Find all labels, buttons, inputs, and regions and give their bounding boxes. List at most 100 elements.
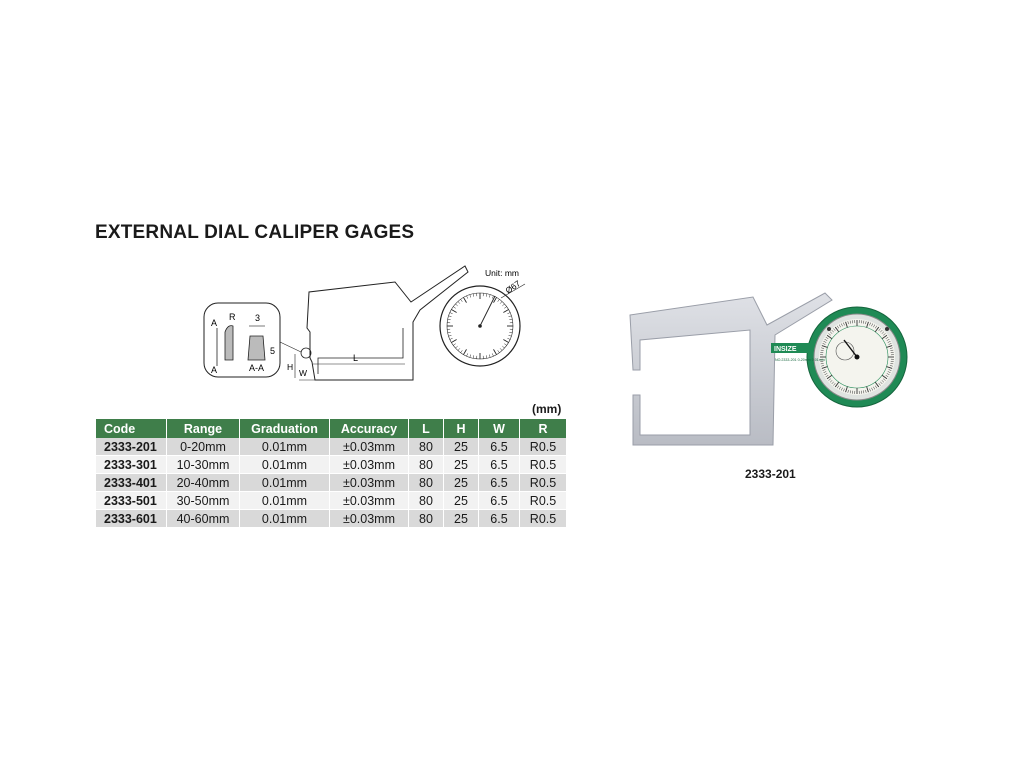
dial-tick xyxy=(836,385,839,389)
cell-l: 80 xyxy=(408,509,444,528)
dial-tick xyxy=(886,373,890,376)
dial-tick xyxy=(497,299,500,302)
label-3: 3 xyxy=(255,313,260,323)
dial-tick xyxy=(887,341,891,343)
cell-range: 10-30mm xyxy=(166,455,240,474)
cell-accuracy: ±0.03mm xyxy=(329,438,409,456)
header-w: W xyxy=(478,419,520,438)
dial-ticks xyxy=(447,293,513,359)
limit-marker xyxy=(827,327,831,331)
dial-tick xyxy=(497,350,500,353)
dial-tick xyxy=(491,295,494,299)
dial-tick xyxy=(503,339,509,343)
dial-tick xyxy=(507,337,511,340)
dial-tick xyxy=(507,312,511,315)
cell-l: 80 xyxy=(408,455,444,474)
dial-tick xyxy=(447,331,451,334)
dial-tick xyxy=(843,388,845,392)
cell-graduation: 0.01mm xyxy=(239,473,330,492)
dial-tick xyxy=(451,339,457,343)
dial-tick xyxy=(841,323,843,327)
dial-tick xyxy=(509,331,513,334)
dial-tick xyxy=(890,349,894,351)
dial-tick xyxy=(489,354,491,358)
dial-tick xyxy=(821,347,825,349)
cell-code: 2333-601 xyxy=(96,509,167,528)
dial-needle xyxy=(479,295,496,327)
cell-w: 6.5 xyxy=(478,509,520,528)
dial-tick xyxy=(866,321,869,328)
dial-tick xyxy=(828,378,831,381)
dial-tick xyxy=(886,345,893,348)
dial-tick xyxy=(499,348,503,351)
dial-tick xyxy=(873,324,876,328)
dial-tick xyxy=(881,334,888,340)
dial-tick xyxy=(823,371,827,373)
cell-h: 25 xyxy=(443,473,479,492)
spec-table: Code Range Graduation Accuracy L H W R 2… xyxy=(96,419,567,528)
dial-tick xyxy=(455,303,458,307)
dial-tick xyxy=(466,353,469,357)
dial-tick xyxy=(460,350,463,353)
dial-tick xyxy=(849,320,851,324)
dial-tick xyxy=(493,349,497,355)
dial-tick xyxy=(885,336,889,339)
dial-tick xyxy=(878,383,881,386)
dial-tick xyxy=(508,315,512,317)
cell-w: 6.5 xyxy=(478,455,520,474)
dial-tick xyxy=(499,301,503,304)
dial-tick xyxy=(863,320,865,324)
cell-graduation: 0.01mm xyxy=(239,455,330,474)
cell-r: R0.5 xyxy=(519,438,567,456)
dial-tick xyxy=(449,337,453,340)
dial-tick xyxy=(448,335,452,337)
dial-tick xyxy=(843,322,845,326)
cell-w: 6.5 xyxy=(478,473,520,492)
dial-tick xyxy=(493,297,497,303)
dial-tick xyxy=(847,321,849,325)
dial-tick xyxy=(448,315,452,317)
cell-code: 2333-301 xyxy=(96,455,167,474)
brand-label: INSIZE xyxy=(774,346,797,353)
cell-h: 25 xyxy=(443,491,479,510)
dial-tick xyxy=(885,375,889,378)
dial-tick xyxy=(881,380,885,383)
technical-drawing: A A R 3 5 A-A Ø67 Unit: mm L H W xyxy=(203,265,526,381)
header-code: Code xyxy=(96,419,167,438)
dial-tick xyxy=(869,388,871,392)
dial-tick xyxy=(871,323,873,327)
dial-tick xyxy=(834,326,840,333)
limit-marker xyxy=(885,327,889,331)
dial-tick xyxy=(888,343,892,345)
cell-r: R0.5 xyxy=(519,473,567,492)
dial-tick xyxy=(880,381,883,385)
cell-code: 2333-201 xyxy=(96,438,167,456)
cell-range: 30-50mm xyxy=(166,491,240,510)
dial-tick xyxy=(849,390,851,394)
dial-tick xyxy=(887,371,891,373)
dial-tick xyxy=(838,386,841,390)
gauge-needle xyxy=(843,339,858,358)
dial-tick xyxy=(829,331,833,334)
dial-tick xyxy=(457,301,461,304)
label-w: W xyxy=(299,368,307,378)
dial-tick xyxy=(828,333,831,336)
cell-graduation: 0.01mm xyxy=(239,509,330,528)
label-5: 5 xyxy=(270,346,275,356)
label-a-bottom: A xyxy=(211,365,217,375)
cell-accuracy: ±0.03mm xyxy=(329,455,409,474)
cell-range: 40-60mm xyxy=(166,509,240,528)
dial-tick xyxy=(865,321,867,325)
dial-tick xyxy=(820,363,824,365)
dial-tick xyxy=(822,369,826,371)
detail-box xyxy=(203,302,281,378)
dial-tick xyxy=(821,345,828,348)
header-r: R xyxy=(519,419,567,438)
dial-tick xyxy=(504,306,507,309)
header-l: L xyxy=(408,419,444,438)
dial-tick xyxy=(823,341,827,343)
dial-tick xyxy=(880,329,883,333)
unit-label: Unit: mm xyxy=(485,268,519,278)
cell-accuracy: ±0.03mm xyxy=(329,473,409,492)
dial-tick xyxy=(888,369,892,371)
